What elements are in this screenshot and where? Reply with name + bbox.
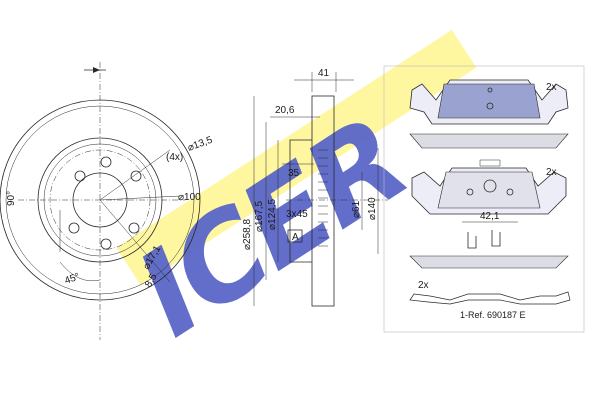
holes-label: 3x45	[286, 209, 308, 220]
logo-yellow-band	[116, 29, 477, 286]
angle-45-arc	[59, 261, 101, 282]
angle-45-label: 45°	[63, 271, 81, 287]
pad-mid-side	[409, 255, 569, 269]
dia-61-label: ⌀61	[351, 200, 362, 218]
dia-140-label: ⌀140	[367, 197, 378, 220]
pad-mid-clip	[479, 159, 501, 167]
pad-top-rivet	[486, 102, 494, 110]
angle-90-label: 90°	[6, 191, 17, 206]
anti-rattle-clip: 2x	[409, 280, 571, 305]
bolt-dia-label: ⌀13,5	[186, 135, 214, 154]
pad-top-rivet	[487, 87, 493, 93]
pad-top-lining	[437, 83, 541, 119]
dia-124-label: ⌀124,5	[267, 199, 278, 230]
bolt-hole	[100, 156, 112, 168]
bolt-hole	[68, 222, 80, 234]
outer-dia-label: ⌀258,8	[242, 219, 253, 250]
vent-slots	[318, 149, 328, 247]
pads-ref-label: 1-Ref. 690187 E	[460, 310, 526, 320]
marker-box	[287, 229, 303, 243]
pad-mid-spring	[467, 230, 501, 249]
pcd-leader	[99, 195, 181, 201]
bolts-count-label: (4x)	[166, 152, 183, 163]
bolt-hole	[130, 170, 142, 182]
pad-mid-lining	[437, 171, 541, 209]
top-mark-arrow	[93, 67, 100, 73]
bolt-leader	[99, 149, 171, 201]
pcd-label: ⌀100	[178, 192, 201, 203]
friction-ring	[311, 95, 335, 307]
pads-frame	[383, 65, 585, 333]
pad-top: 2x	[409, 79, 569, 149]
hat-section	[289, 139, 312, 263]
pad-mid-rivet	[466, 188, 474, 196]
depth-label: 35	[288, 168, 300, 179]
bolt-hole	[128, 222, 140, 234]
bore-leader	[99, 199, 171, 283]
clip-qty-label: 2x	[418, 280, 429, 291]
disc-section-view: 41 20,6 ⌀258,8 ⌀167,5 ⌀124,5 35 3x45 ⌀61	[242, 68, 388, 307]
marker-label: A	[292, 232, 299, 243]
clip-shape	[409, 291, 571, 305]
thickness-label: 41	[318, 68, 330, 79]
bolt-holes	[68, 156, 142, 250]
bolt-hole	[100, 238, 112, 250]
pad-mid-qty-label: 2x	[546, 167, 557, 178]
brake-pads-panel: 2x 42,1 2x 2x 1-Ref. 690187 E	[383, 65, 585, 333]
pad-top-qty-label: 2x	[546, 82, 557, 93]
pad-middle: 42,1 2x	[409, 159, 569, 269]
pad-top-side	[409, 133, 569, 149]
pad-mid-sensor	[483, 179, 497, 193]
dia-167-label: ⌀167,5	[254, 201, 265, 232]
bolt-hole	[74, 170, 86, 182]
pad-mid-rivet	[506, 188, 514, 196]
offset-label: 20,6	[275, 105, 295, 116]
pad-width-label: 42,1	[480, 211, 500, 222]
